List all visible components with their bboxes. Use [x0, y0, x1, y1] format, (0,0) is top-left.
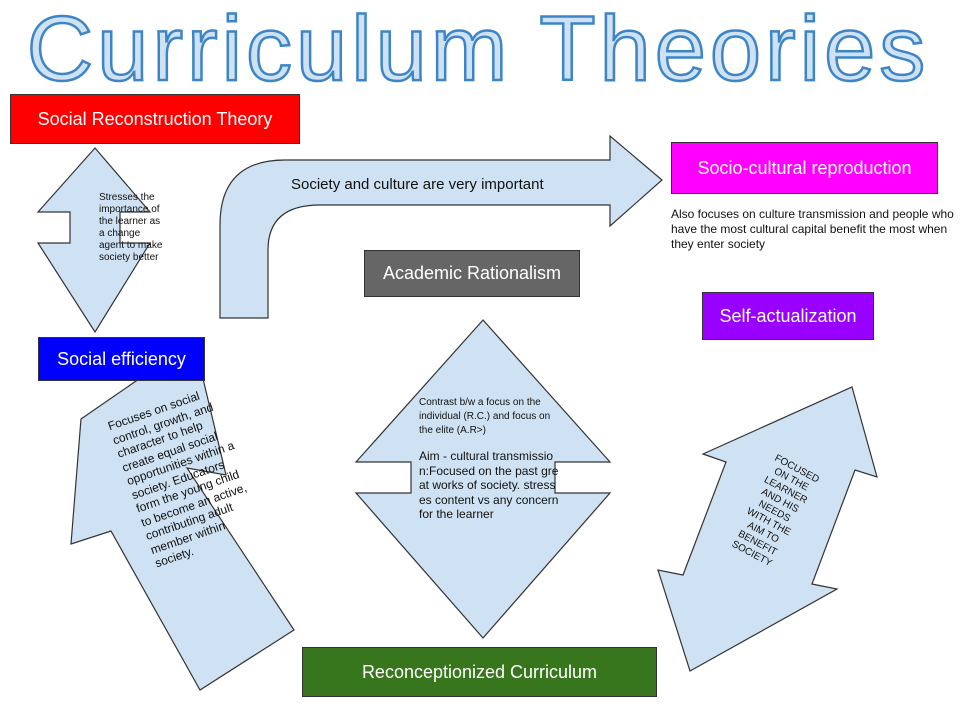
right-double-arrow-shape: [657, 386, 878, 672]
left-up-arrow-shape: [70, 340, 295, 691]
page-title: Curriculum Theories: [27, 0, 930, 100]
academic-rationalism-box: Academic Rationalism: [364, 250, 580, 297]
center-main-text: Aim - cultural transmission:Focused on t…: [419, 449, 559, 521]
socio-cultural-box: Socio-cultural reproduction: [671, 142, 938, 194]
reconceptionized-label: Reconceptionized Curriculum: [361, 661, 598, 682]
left-diamond-text: Stresses the importance of the learner a…: [99, 192, 163, 263]
self-actualization-box: Self-actualization: [702, 292, 874, 340]
socio-cultural-label: Socio-cultural reproduction: [697, 157, 912, 178]
social-efficiency-box: Social efficiency: [38, 337, 205, 381]
curved-arrow-shape: [219, 134, 663, 319]
reconceptionized-box: Reconceptionized Curriculum: [302, 647, 657, 697]
social-efficiency-label: Social efficiency: [57, 348, 186, 369]
social-reconstruction-label: Social Reconstruction Theory: [37, 108, 273, 129]
title-graphic: Curriculum Theories: [25, 0, 930, 100]
academic-rationalism-label: Academic Rationalism: [382, 263, 562, 283]
center-diamond-shape: [354, 319, 612, 639]
curved-arrow-text: Society and culture are very important: [291, 176, 544, 193]
center-small-text: Contrast b/w a focus on the individual (…: [419, 397, 551, 436]
social-reconstruction-box: Social Reconstruction Theory: [10, 94, 300, 144]
socio-cultural-note: Also focuses on culture transmission and…: [671, 207, 954, 251]
self-actualization-label: Self-actualization: [719, 305, 857, 326]
left-diamond-shape: [36, 147, 152, 334]
